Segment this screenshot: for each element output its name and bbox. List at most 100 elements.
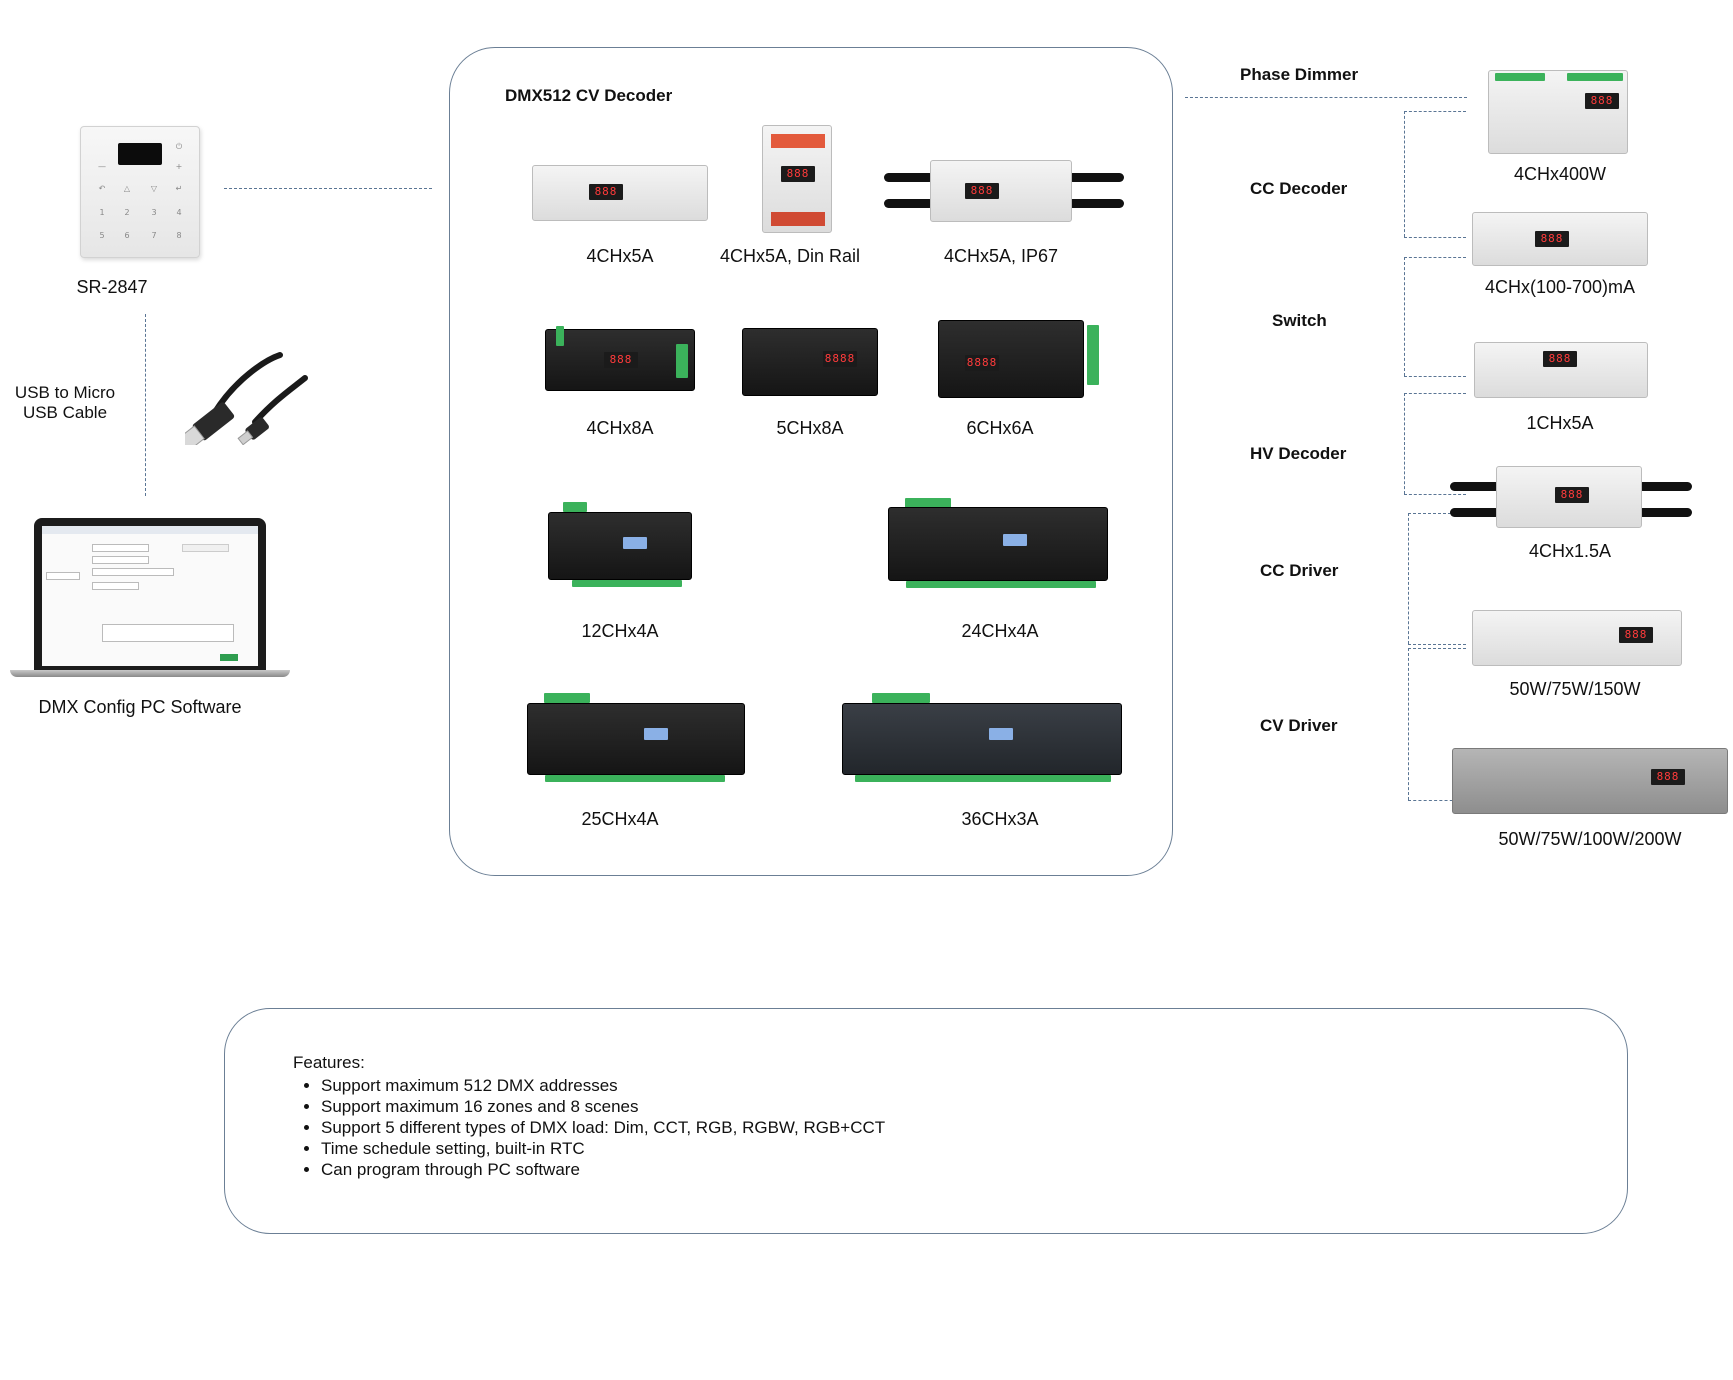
category-cv-driver: CV Driver: [1260, 716, 1338, 735]
decoder-label-4chx5a-ip67: 4CHx5A, IP67: [943, 246, 1059, 266]
bracket-cc-driver-top: [1408, 513, 1466, 514]
svg-text:+: +: [176, 162, 183, 171]
features-heading: Features:: [293, 1053, 365, 1072]
svg-text:⏻: ⏻: [176, 142, 183, 151]
svg-text:5: 5: [99, 231, 104, 240]
svg-text:8: 8: [176, 231, 181, 240]
features-panel: [224, 1008, 1628, 1234]
bracket-switch-bottom: [1404, 376, 1466, 377]
decoder-36chx3a-image: [842, 703, 1122, 775]
decoder-label-5chx8a: 5CHx8A: [776, 418, 844, 438]
cc-driver-50w-75w-150w-image: 888: [1472, 610, 1682, 666]
usb-cable-icon: [185, 352, 308, 445]
bracket-cc-decoder-top: [1404, 111, 1466, 112]
controller-label: SR-2847: [76, 277, 148, 297]
decoder-6chx6a-image: 8888: [938, 320, 1099, 398]
svg-text:6: 6: [124, 231, 129, 240]
decoder-label-4chx5a: 4CHx5A: [586, 246, 654, 266]
right-device-label-4chx1-5a: 4CHx1.5A: [1528, 541, 1612, 561]
12ch-top-terminal: [563, 502, 587, 512]
hv-cable-left-bottom: [1450, 508, 1500, 517]
svg-text:—: —: [98, 162, 106, 171]
link-controller-to-laptop: [145, 314, 146, 496]
bracket-hv-decoder-v: [1404, 393, 1405, 494]
phase-dimmer-4chx400w-image: 888: [1488, 70, 1628, 154]
svg-text:▽: ▽: [151, 184, 158, 193]
decoder-label-12chx4a: 12CHx4A: [581, 621, 659, 641]
right-device-label-1chx5a: 1CHx5A: [1526, 413, 1594, 433]
link-controller-to-panel: [224, 188, 432, 189]
decoder-12chx4a-image: [548, 512, 692, 580]
dmx512-cv-decoder-panel: [449, 47, 1173, 876]
bracket-hv-decoder-bottom: [1404, 494, 1466, 495]
switch-1chx5a-image: 888: [1474, 342, 1648, 398]
feature-item: Support 5 different types of DMX load: D…: [321, 1117, 885, 1138]
decoder-4chx5a-ip67-image: 888: [930, 160, 1072, 222]
decoder-label-25chx4a: 25CHx4A: [581, 809, 659, 829]
category-switch: Switch: [1272, 311, 1327, 330]
feature-item: Can program through PC software: [321, 1159, 885, 1180]
cc-decoder-4chx100-700ma-image: 888: [1472, 212, 1648, 266]
right-device-label-4chx400w: 4CHx400W: [1513, 164, 1607, 184]
svg-text:↶: ↶: [98, 184, 106, 193]
right-device-label-4chx100-700ma: 4CHx(100-700)mA: [1484, 277, 1636, 297]
hv-cable-right-bottom: [1638, 508, 1692, 517]
bracket-hv-decoder-top: [1404, 393, 1466, 394]
bracket-cc-decoder-v: [1404, 111, 1405, 237]
decoder-4chx5a-din-rail-image: 888: [762, 125, 832, 233]
25ch-bottom-terminals: [545, 775, 725, 782]
laptop-base: [10, 670, 290, 677]
usb-cable-label-line2: USB Cable: [22, 403, 108, 422]
bracket-cv-driver-bottom: [1408, 800, 1458, 801]
bracket-cc-driver-bottom: [1408, 644, 1466, 645]
decoder-label-36chx3a: 36CHx3A: [961, 809, 1039, 829]
decoder-5chx8a-image: 8888: [742, 328, 878, 396]
ip67-cable-left-top: [884, 173, 934, 182]
category-phase-dimmer: Phase Dimmer: [1240, 65, 1359, 84]
decoder-label-24chx4a: 24CHx4A: [961, 621, 1039, 641]
panel-screen: [118, 143, 162, 165]
24ch-bottom-terminals: [906, 581, 1096, 588]
36ch-bottom-terminals: [855, 775, 1111, 782]
decoder-24chx4a-image: [888, 507, 1108, 581]
svg-text:1: 1: [99, 208, 104, 217]
category-cc-driver: CC Driver: [1260, 561, 1339, 580]
bracket-cv-driver-top: [1408, 648, 1466, 649]
features-block: Features: Support maximum 512 DMX addres…: [293, 1052, 885, 1180]
decoder-panel-title: DMX512 CV Decoder: [505, 86, 673, 105]
decoder-label-4chx5a-din-rail: 4CHx5A, Din Rail: [719, 246, 861, 266]
right-device-label-50w-75w-150w: 50W/75W/150W: [1509, 679, 1641, 699]
software-window: [42, 526, 258, 666]
ip67-cable-right-top: [1068, 173, 1124, 182]
link-panel-to-phase-dimmer: [1185, 97, 1467, 98]
cv-driver-50w-75w-100w-200w-image: 888: [1452, 748, 1728, 814]
svg-text:2: 2: [124, 208, 129, 217]
decoder-25chx4a-image: [527, 703, 745, 775]
usb-cable-label-line1: USB to Micro: [14, 383, 116, 402]
ip67-cable-right-bottom: [1068, 199, 1124, 208]
bracket-cc-decoder-bottom: [1404, 237, 1466, 238]
bracket-cv-driver-v: [1408, 648, 1409, 800]
12ch-bottom-terminals: [572, 580, 682, 587]
bracket-cc-driver-v: [1408, 513, 1409, 644]
decoder-label-4chx8a: 4CHx8A: [586, 418, 654, 438]
bracket-switch-v: [1404, 257, 1405, 376]
svg-text:△: △: [124, 184, 131, 193]
category-hv-decoder: HV Decoder: [1250, 444, 1347, 463]
usb-cable-label: USB to Micro USB Cable: [10, 383, 120, 423]
svg-text:4: 4: [176, 208, 181, 217]
decoder-label-6chx6a: 6CHx6A: [966, 418, 1034, 438]
feature-item: Time schedule setting, built-in RTC: [321, 1138, 885, 1159]
hv-cable-right-top: [1638, 482, 1692, 491]
decoder-4chx8a-image: 888: [545, 326, 695, 391]
ip67-cable-left-bottom: [884, 199, 934, 208]
24ch-top-terminal: [905, 498, 951, 508]
bracket-switch-top: [1404, 257, 1466, 258]
svg-text:3: 3: [151, 208, 156, 217]
software-label: DMX Config PC Software: [38, 697, 242, 717]
laptop-screen: [34, 518, 266, 670]
hv-decoder-4chx1-5a-image: 888: [1496, 466, 1642, 528]
36ch-top-terminal: [872, 693, 930, 703]
